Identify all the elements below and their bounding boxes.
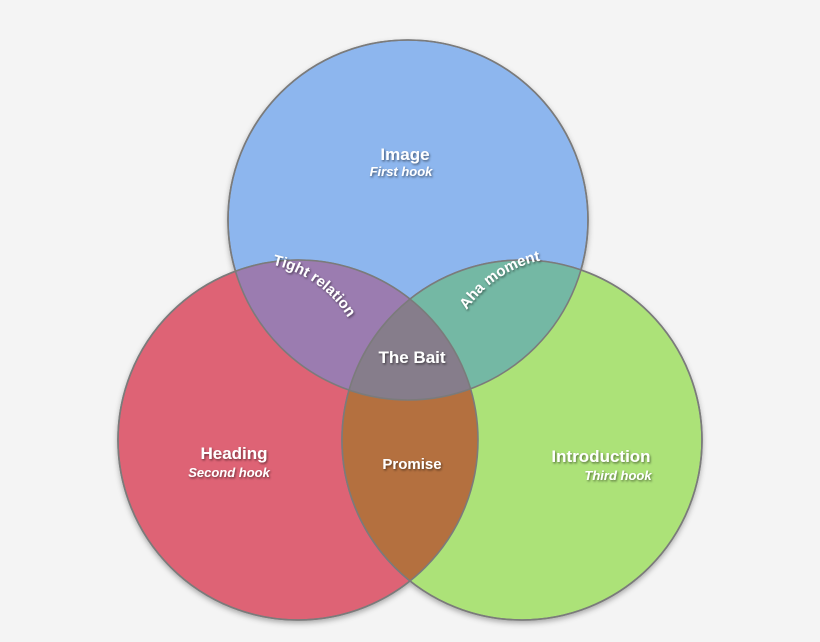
outline-image — [227, 39, 589, 401]
venn-outlines — [117, 39, 703, 621]
label-image-subtitle: First hook — [370, 164, 434, 179]
label-the-bait: The Bait — [378, 348, 445, 367]
label-promise: Promise — [382, 456, 441, 473]
lens-all-three[interactable] — [342, 260, 702, 620]
outline-heading — [117, 259, 479, 621]
label-image-title: Image — [380, 145, 429, 164]
outline-introduction — [341, 259, 703, 621]
label-introduction-subtitle: Third hook — [584, 468, 652, 483]
label-introduction-title: Introduction — [551, 447, 650, 466]
label-heading-title: Heading — [200, 444, 267, 463]
label-heading-subtitle: Second hook — [188, 465, 270, 480]
